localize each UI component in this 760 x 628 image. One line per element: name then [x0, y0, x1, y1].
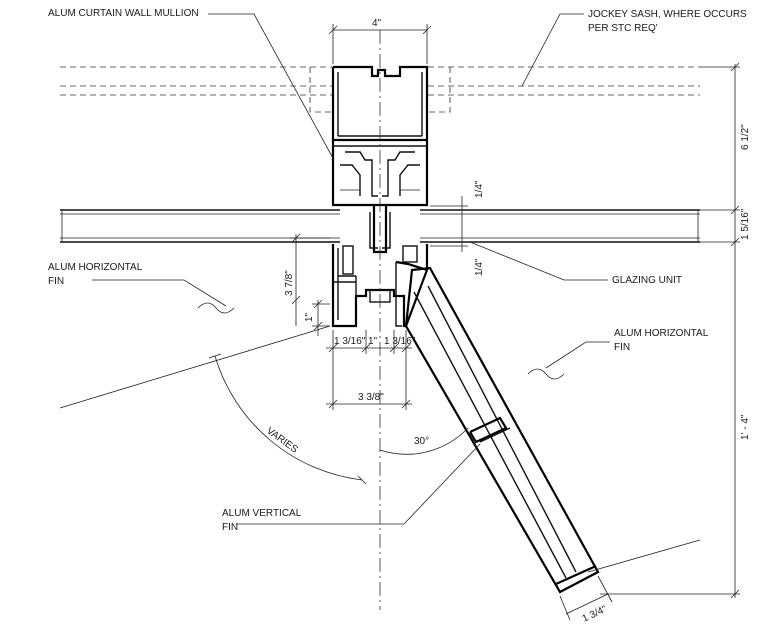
dimension-lines [290, 24, 740, 621]
dim-one-three-sixteenths-right: 1 3/16" [384, 336, 416, 347]
dim-quarter-bottom: 1/4" [474, 258, 485, 276]
leader-lines [92, 13, 610, 525]
jockey-sash-outline [60, 66, 700, 113]
horizontal-fins [59, 325, 701, 573]
label-vertical-fin-line2: FIN [222, 522, 238, 533]
label-horizontal-fin-right-line2: FIN [614, 342, 630, 353]
dim-angle-thirty: 30° [414, 436, 429, 447]
dim-three-three-eighths: 3 3/8" [358, 392, 384, 403]
label-glazing-unit: GLAZING UNIT [612, 275, 682, 286]
label-horizontal-fin-right-line1: ALUM HORIZONTAL [614, 328, 709, 339]
label-jockey-line2: PER STC REQ' [588, 23, 658, 34]
dim-five-sixteenths: 1 5/16" [740, 208, 751, 240]
dim-varies: VARIES [264, 426, 300, 456]
label-horizontal-fin-left-line1: ALUM HORIZONTAL [48, 262, 143, 273]
glazing-unit [60, 209, 700, 243]
dimension-labels: 4" 6 1/2" 1/4" 1 5/16" 1/4" 3 7/8" 1" 1 … [264, 18, 751, 625]
dim-one-three-sixteenths-left: 1 3/16" [334, 336, 366, 347]
dim-one-three-quarters: 1 3/4" [581, 604, 609, 625]
dim-six-half: 6 1/2" [740, 124, 751, 150]
vertical-fin [395, 260, 600, 594]
annotation-labels: ALUM CURTAIN WALL MULLION JOCKEY SASH, W… [48, 8, 747, 533]
dim-top-width: 4" [372, 18, 382, 29]
dim-quarter-top: 1/4" [474, 180, 485, 198]
dim-one-four: 1' - 4" [740, 414, 751, 440]
curtain-wall-mullion [331, 65, 429, 328]
dim-one-inch-vertical: 1" [304, 312, 315, 322]
dim-three-seven-eighths: 3 7/8" [284, 270, 295, 296]
label-mullion: ALUM CURTAIN WALL MULLION [48, 8, 199, 19]
varies-angle-arc [208, 353, 469, 485]
dim-one-inch-mid: 1" [368, 336, 378, 347]
label-vertical-fin-line1: ALUM VERTICAL [222, 508, 302, 519]
label-horizontal-fin-left-line2: FIN [48, 276, 64, 287]
label-jockey-line1: JOCKEY SASH, WHERE OCCURS [588, 9, 747, 20]
